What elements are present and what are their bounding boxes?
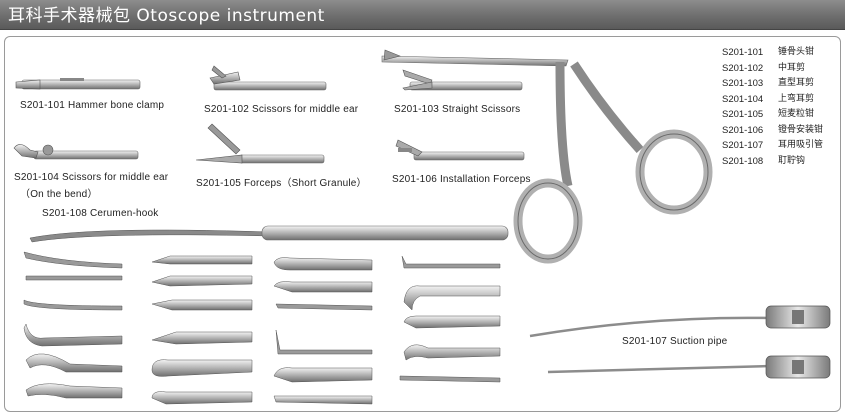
hook-column-1: [23, 251, 123, 399]
label-s201-101: S201-101 Hammer bone clamp: [20, 100, 165, 111]
legend-code: S201-108: [722, 155, 764, 167]
legend-code: S201-106: [722, 124, 764, 136]
curved-scissors-image: [13, 144, 139, 160]
legend-row: S201-104 上弯耳剪: [722, 92, 840, 108]
label-s201-103: S201-103 Straight Scissors: [394, 104, 521, 115]
installation-forceps-image: [395, 139, 525, 161]
legend-row: S201-102 中耳剪: [722, 61, 840, 77]
hook-column-4: [399, 255, 501, 383]
legend-name: 耳用吸引管: [778, 140, 824, 150]
label-s201-106: S201-106 Installation Forceps: [392, 174, 531, 185]
middle-ear-scissors-image: [209, 65, 327, 91]
forceps-image: [195, 123, 325, 164]
page-title: 耳科手术器械包 Otoscope instrument: [8, 6, 325, 26]
label-s201-104: S201-104 Scissors for middle ear: [14, 172, 169, 183]
suction-pipe-image: [529, 305, 831, 379]
legend-row: S201-106 镫骨安装钳: [722, 123, 840, 139]
product-code-legend: S201-101 锤骨头钳 S201-102 中耳剪 S201-103 直型耳剪 S2…: [722, 45, 840, 169]
legend-code: S201-102: [722, 62, 764, 74]
cerumen-hook-image: [29, 225, 509, 243]
legend-code: S201-101: [722, 47, 764, 58]
straight-scissors-image: [402, 69, 523, 91]
legend-row: S201-108 耵聍钩: [722, 154, 840, 170]
legend-code: S201-107: [722, 140, 764, 151]
legend-row: S201-105 短麦粒钳: [722, 107, 840, 123]
legend-code: S201-103: [722, 78, 764, 89]
label-s201-108: S201-108 Cerumen-hook: [42, 208, 159, 219]
legend-name: 锤骨头钳: [778, 47, 815, 57]
legend-name: 短麦粒钳: [778, 109, 815, 119]
label-s201-104-note: （On the bend）: [20, 189, 98, 200]
hook-column-2: [151, 255, 253, 405]
legend-name: 上弯耳剪: [778, 93, 815, 104]
title-banner: 耳科手术器械包 Otoscope instrument: [0, 0, 845, 30]
label-s201-105: S201-105 Forceps（Short Granule）: [196, 178, 367, 189]
hammer-bone-clamp-image: [15, 78, 141, 90]
legend-name: 中耳剪: [778, 62, 806, 73]
label-s201-107: S201-107 Suction pipe: [622, 336, 728, 347]
legend-row: S201-101 锤骨头钳: [722, 45, 840, 61]
legend-code: S201-105: [722, 109, 764, 120]
legend-code: S201-104: [722, 93, 764, 105]
legend-row: S201-107 耳用吸引管: [722, 138, 840, 154]
legend-name: 耵聍钩: [778, 155, 806, 166]
hook-column-3: [273, 257, 373, 405]
ring-handle-forceps-image: [381, 49, 713, 264]
legend-name: 直型耳剪: [778, 78, 815, 88]
legend-row: S201-103 直型耳剪: [722, 76, 840, 92]
legend-name: 镫骨安装钳: [778, 124, 824, 135]
label-s201-102: S201-102 Scissors for middle ear: [204, 104, 359, 115]
